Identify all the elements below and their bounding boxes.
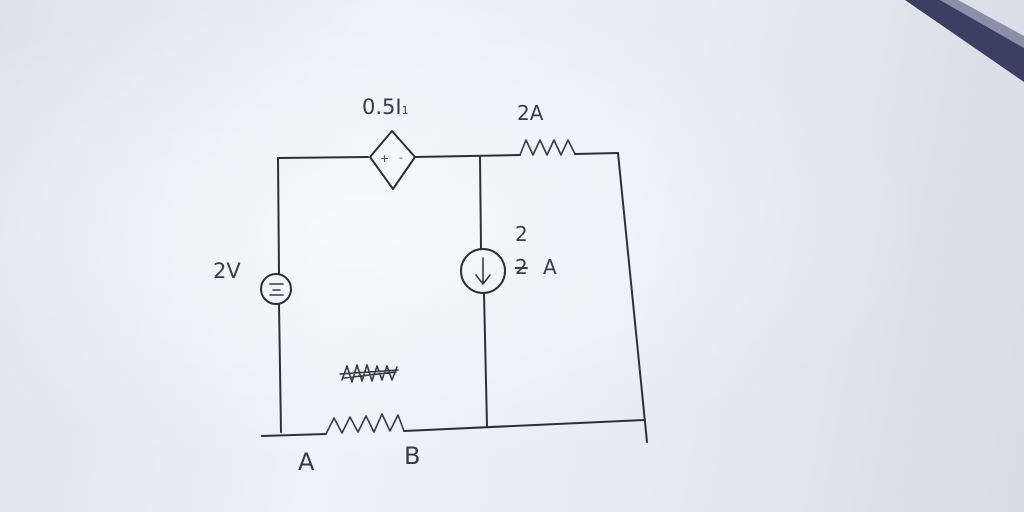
wire-left-bottom — [278, 303, 282, 433]
voltage-source-icon — [260, 273, 292, 305]
node-a-label: A — [298, 448, 315, 476]
voltage-source-label: 2V — [213, 259, 241, 283]
dependent-source-label-text: 0.5I — [362, 95, 402, 119]
top-resistor-label: 2A — [517, 101, 544, 125]
current-source-numerator: 2 — [515, 222, 528, 246]
bottom-resistor-icon — [325, 413, 405, 435]
current-source-struck-digit: 2 — [515, 255, 528, 279]
wire-top-right — [574, 152, 619, 155]
node-b-label: B — [404, 442, 421, 470]
scribbled-out-mark — [339, 364, 399, 383]
dependent-voltage-source-icon — [369, 130, 416, 190]
pen-icon — [905, 0, 1024, 82]
pen-shadow — [940, 0, 1024, 48]
voltage-source-plates — [269, 283, 284, 296]
dependent-source-label: 0.5I1 — [362, 95, 409, 119]
wire-middle-bottom — [483, 292, 488, 427]
current-direction-arrow-icon — [475, 257, 491, 285]
wire-bottom — [261, 419, 645, 437]
dependent-source-label-subscript: 1 — [401, 104, 409, 117]
top-resistor-icon — [519, 139, 576, 156]
current-source-unit: A — [543, 255, 557, 279]
wire-right — [617, 152, 648, 443]
wire-left-top — [277, 157, 280, 275]
dependent-source-plus-sign: + — [380, 152, 389, 165]
wire-top-left — [277, 156, 369, 159]
wire-top-middle — [414, 154, 521, 158]
wire-middle-top — [479, 155, 482, 250]
dependent-source-minus-sign: - — [399, 151, 403, 164]
